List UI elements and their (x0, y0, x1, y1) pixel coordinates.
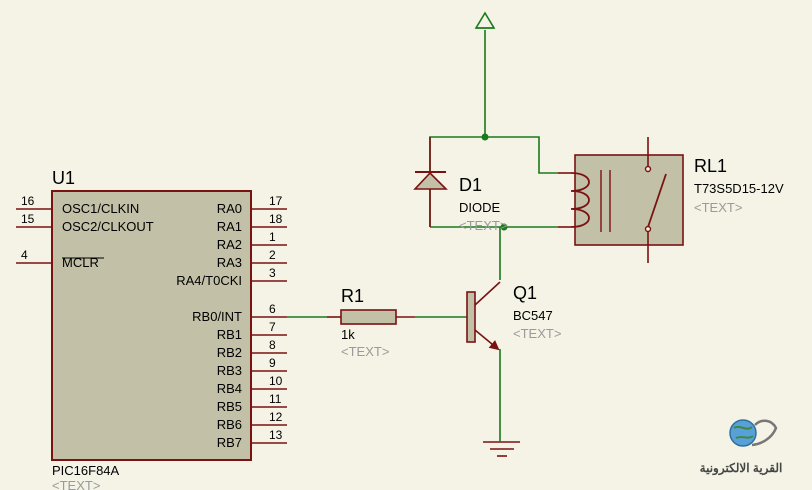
u1-pin-label: RB6 (217, 417, 242, 432)
u1-pin-label: RA1 (217, 219, 242, 234)
u1-pin-label: RB2 (217, 345, 242, 360)
rl1-relay[interactable]: RL1 T73S5D15-12V <TEXT> (558, 137, 784, 263)
u1-pin-number: 16 (21, 194, 35, 208)
u1-pin-number: 9 (269, 356, 276, 370)
u1-pin-label: RA0 (217, 201, 242, 216)
rl1-switch-arm-icon (647, 173, 667, 228)
u1-pin-number: 8 (269, 338, 276, 352)
u1-pin-number: 11 (269, 392, 282, 406)
u1-pin-number: 6 (269, 302, 276, 316)
u1-pin-label: RA3 (217, 255, 242, 270)
rl1-text-placeholder: <TEXT> (694, 200, 742, 215)
u1-body[interactable] (51, 190, 252, 461)
wires (287, 30, 558, 438)
u1-pin-label: OSC2/CLKOUT (62, 219, 154, 234)
watermark-text: القرية الالكترونية (700, 461, 783, 476)
u1-pin-number: 17 (269, 194, 283, 208)
q1-emitter-arrow-icon (474, 329, 500, 351)
watermark-globe-icon (729, 419, 757, 447)
rl1-contact-top (644, 165, 652, 173)
u1-pin-number: 3 (269, 266, 276, 280)
u1-text-placeholder: <TEXT> (52, 478, 100, 490)
ground-symbol-icon[interactable] (483, 438, 520, 457)
u1-pin-number: 7 (269, 320, 276, 334)
u1-pin-label: MCLR (62, 255, 99, 270)
q1-base-bar[interactable] (466, 291, 476, 343)
r1-body[interactable] (340, 309, 397, 325)
r1-reference: R1 (341, 286, 364, 306)
u1-pin-number: 10 (269, 374, 283, 388)
u1-pin-number: 12 (269, 410, 283, 424)
power-arrow-icon[interactable] (474, 11, 496, 29)
d1-diode[interactable]: D1 DIODE <TEXT> (413, 137, 507, 233)
d1-triangle-icon[interactable] (413, 171, 448, 190)
junction-bottom (500, 223, 508, 231)
u1-pin-number: 15 (21, 212, 35, 226)
u1-pin-label: RB5 (217, 399, 242, 414)
d1-value: DIODE (459, 200, 501, 215)
watermark-arc-icon (751, 419, 778, 447)
r1-value: 1k (341, 327, 355, 342)
q1-reference: Q1 (513, 283, 537, 303)
d1-reference: D1 (459, 175, 482, 195)
q1-value: BC547 (513, 308, 553, 323)
r1-resistor[interactable]: R1 1k <TEXT> (327, 286, 415, 359)
u1-pin-label: RA4/T0CKI (176, 273, 242, 288)
u1-pin-number: 13 (269, 428, 283, 442)
rl1-body[interactable] (574, 154, 684, 246)
rl1-coil-icon (570, 172, 590, 228)
r1-text-placeholder: <TEXT> (341, 344, 389, 359)
u1-pin-number: 18 (269, 212, 283, 226)
u1-pin-number: 4 (21, 248, 28, 262)
u1-pin-number: 1 (269, 230, 276, 244)
rl1-contact-bottom (644, 225, 652, 233)
u1-pin-label: OSC1/CLKIN (62, 201, 139, 216)
watermark: القرية الالكترونية (700, 419, 783, 476)
d1-text-placeholder: <TEXT> (459, 218, 507, 233)
q1-text-placeholder: <TEXT> (513, 326, 561, 341)
q1-collector-leg (474, 281, 501, 306)
rl1-value: T73S5D15-12V (694, 181, 784, 196)
u1-pin-label: RB3 (217, 363, 242, 378)
u1-pin-label: RB4 (217, 381, 242, 396)
q1-transistor[interactable]: Q1 BC547 <TEXT> (466, 281, 561, 351)
u1-pin-label: RA2 (217, 237, 242, 252)
junction-top (481, 133, 489, 141)
power-terminal[interactable] (474, 11, 496, 29)
rl1-reference: RL1 (694, 156, 727, 176)
watermark-globe-land (733, 425, 754, 439)
u1-pin-label: RB7 (217, 435, 242, 450)
u1-pin-number: 2 (269, 248, 276, 262)
u1-part-number: PIC16F84A (52, 463, 120, 478)
u1-reference: U1 (52, 168, 75, 188)
u1-pin-label: RB0/INT (192, 309, 242, 324)
u1-pin-label: RB1 (217, 327, 242, 342)
